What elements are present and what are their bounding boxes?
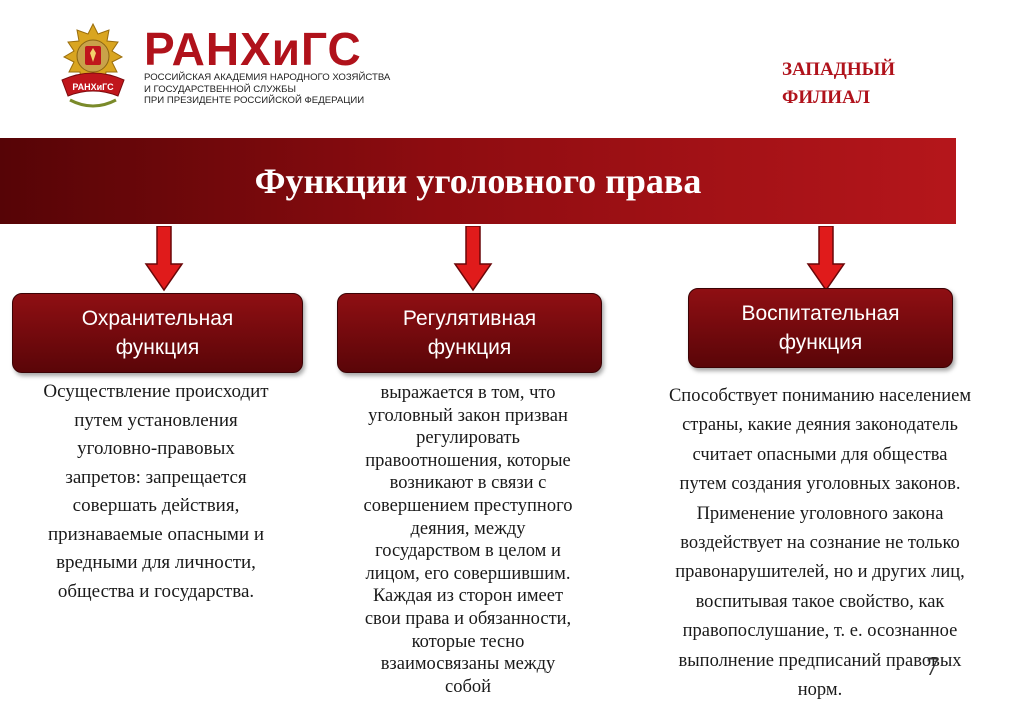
function-description-educational: Способствует пониманию населением страны… [618, 382, 1022, 705]
description-line: собой [444, 676, 492, 697]
arrow-down-icon [144, 226, 184, 292]
description-line: норм. [797, 680, 843, 701]
page-title: Функции уголовного права [254, 161, 702, 201]
title-banner: Функции уголовного права [0, 138, 956, 224]
brand-subtitle-line: и государственной службы [144, 83, 296, 95]
description-line: которые тесно [411, 631, 525, 652]
description-line: свои права и обязанности, [364, 608, 572, 629]
description-line: регулировать [416, 428, 520, 449]
function-title-line: функция [778, 331, 863, 354]
function-description-regulatory: выражается в том, что уголовный закон пр… [316, 382, 620, 698]
function-title-line: Охранительная [81, 307, 234, 330]
function-title-line: Воспитательная [741, 302, 900, 325]
function-box-educational: Воспитательная функция [688, 288, 953, 368]
description-line: Каждая из сторон имеет [372, 586, 564, 607]
description-line: воздействует на сознание не только [680, 533, 960, 554]
description-line: запретов: запрещается [65, 466, 247, 488]
description-line: страны, какие деяния законодатель [682, 415, 958, 436]
brand-subtitle-line: Российская академия народного хозяйства [144, 72, 391, 83]
emblem-icon: РАНХиГС [61, 22, 125, 108]
description-line: считает опасными для общества [692, 444, 948, 465]
function-box-regulatory: Регулятивная функция [337, 293, 602, 373]
description-line: Способствует пониманию населением [668, 386, 972, 406]
function-description-protective: Осуществление происходит путем установле… [4, 378, 308, 606]
description-line: правоотношения, которые [365, 450, 571, 471]
description-line: правонарушителей, но и других лиц, [675, 562, 965, 583]
description-line: государством в целом и [375, 541, 561, 562]
description-line: признаваемые опасными и [47, 523, 265, 545]
description-line: Применение уголовного закона [696, 503, 944, 524]
description-line: общества и государства. [57, 580, 255, 602]
branch-line: ФИЛИАЛ [782, 87, 870, 108]
description-line: лицом, его совершившим. [365, 563, 571, 584]
function-box-protective: Охранительная функция [12, 293, 303, 373]
description-line: совершать действия, [72, 495, 240, 516]
brand-subtitle-line: при Президенте Российской Федерации [144, 95, 365, 106]
brand-block: РАНХиГС Российская академия народного хо… [144, 26, 390, 107]
description-line: уголовно-правовых [77, 438, 235, 459]
description-line: выполнение предписаний правовых [678, 650, 962, 671]
description-line: правопослушание, т. е. осознанное [682, 621, 958, 642]
description-line: взаимосвязаны между [380, 654, 556, 675]
arrow-down-icon [806, 226, 846, 292]
description-line: вредными для личности, [56, 552, 256, 573]
function-title-line: Регулятивная [402, 307, 537, 330]
description-line: выражается в том, что [380, 383, 556, 403]
description-line: уголовный закон призван [368, 405, 568, 426]
function-title-line: функция [427, 336, 512, 359]
description-line: возникают в связи с [389, 473, 547, 494]
function-title-line: функция [115, 336, 200, 359]
description-line: путем создания уголовных законов. [679, 474, 961, 495]
logo: РАНХиГС РАНХиГС Российская академия наро… [52, 22, 390, 114]
page-number: 7 [926, 652, 939, 681]
branch-line: ЗАПАДНЫЙ [782, 59, 896, 80]
arrow-down-icon [453, 226, 493, 292]
description-line: совершением преступного [363, 495, 573, 516]
branch-label: ЗАПАДНЫЙ ФИЛИАЛ [782, 56, 895, 112]
description-line: деяния, между [410, 518, 526, 539]
description-line: воспитывая такое свойство, как [695, 591, 945, 612]
description-line: Осуществление происходит [43, 381, 269, 402]
svg-text:РАНХиГС: РАНХиГС [72, 82, 114, 92]
brand-name: РАНХиГС [144, 23, 362, 75]
description-line: путем установления [74, 409, 238, 431]
